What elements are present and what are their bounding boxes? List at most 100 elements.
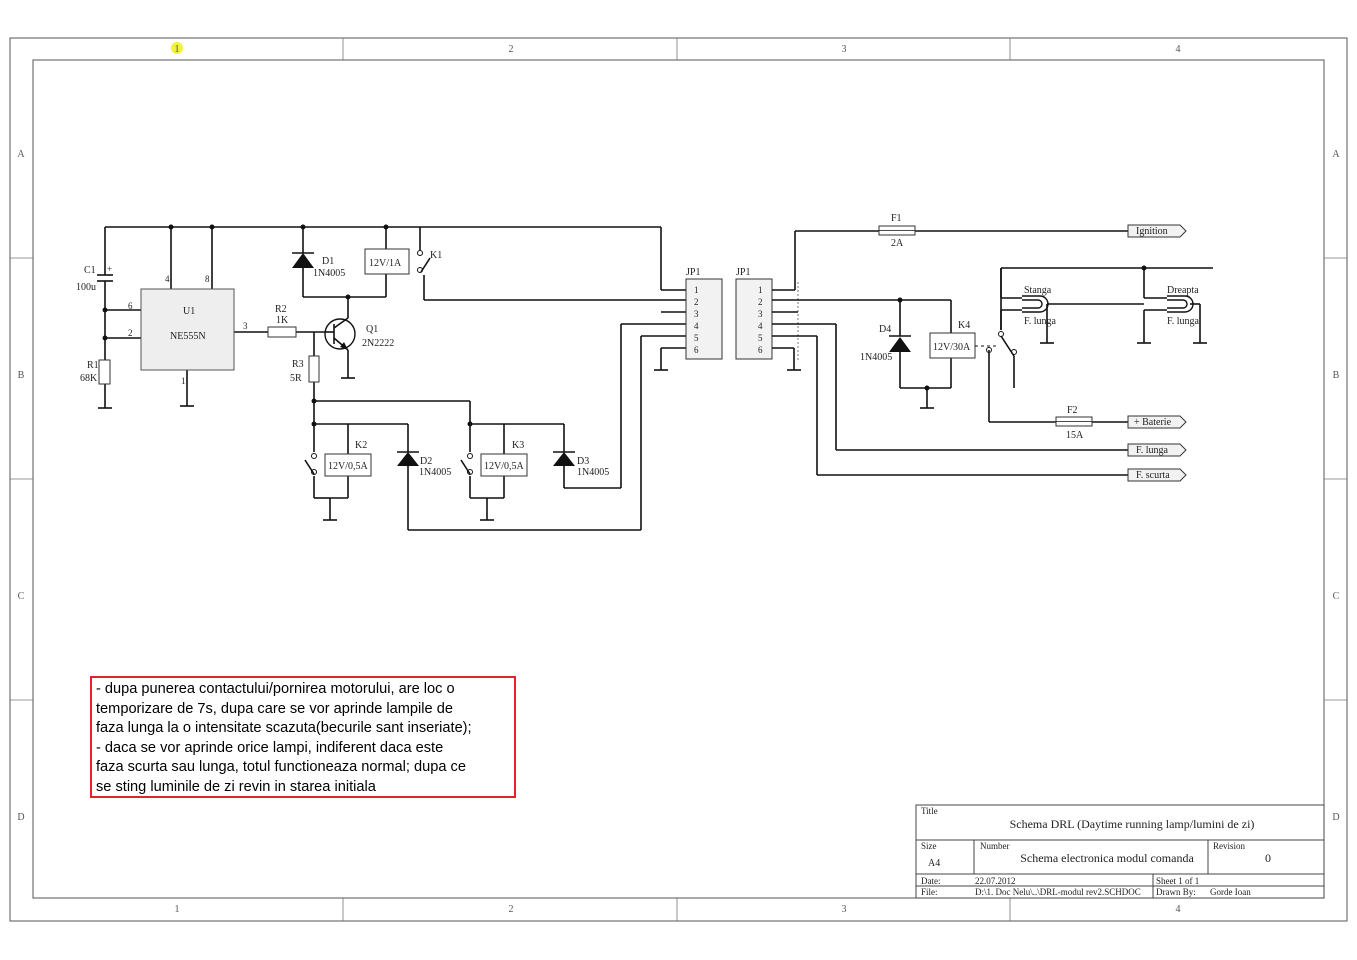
description-note: - dupa punerea contactului/pornirea moto… [90,676,516,798]
d3-ref: D3 [577,456,589,467]
jp1-right-pin4: 4 [758,321,763,331]
k2-ref: K2 [355,440,367,451]
d1-ref: D1 [322,256,334,267]
k3-coil: 12V/0,5A [484,461,525,472]
junction-dots-right [897,265,1147,391]
zone-row-c-left: C [18,591,25,602]
q1-ref: Q1 [366,324,378,335]
r2-value: 1K [276,315,289,326]
note-line: faza scurta sau lunga, totul functioneaz… [96,759,466,775]
note-line: - dupa punerea contactului/pornirea moto… [96,681,455,697]
tb-revision: 0 [1265,851,1271,865]
k4-ref: K4 [958,320,970,331]
transistor-q1 [324,317,356,351]
tb-size-caption: Size [921,841,937,851]
lamp-right-label: F. lunga [1167,316,1200,327]
zone-col-1-bottom: 1 [175,904,180,915]
d4-value: 1N4005 [860,352,892,363]
lamp-right-name: Dreapta [1167,285,1199,296]
relay-k4-contact [986,331,1017,357]
tb-date-caption: Date: [921,876,941,886]
lamp-left [1022,295,1049,313]
resistor-r1 [98,359,111,385]
r3-ref: R3 [292,359,304,370]
note-line: se sting luminile de zi revin in starea … [96,778,376,795]
k3-ref: K3 [512,440,524,451]
r3-value: 5R [290,373,302,384]
zone-row-a-left: A [17,149,25,160]
relay-k3-contact [460,453,473,475]
relay-k1-contact [417,250,431,273]
tb-file-caption: File: [921,887,938,897]
d3-value: 1N4005 [577,467,609,478]
zone-row-d-right: D [1332,812,1339,823]
jp1-right-pin2: 2 [758,297,763,307]
svg-text:+: + [107,264,112,274]
port-ignition-label: Ignition [1136,226,1168,237]
capacitor-c1: + [97,264,113,282]
port-ignition: Ignition [1127,224,1187,238]
note-line: faza lunga la o intensitate scazuta(becu… [96,720,472,736]
c1-value: 100u [76,282,96,293]
resistor-r3 [308,355,320,383]
zone-row-d-left: D [17,812,24,823]
port-baterie: + Baterie [1127,415,1187,429]
tb-number: Schema electronica modul comanda [1020,851,1194,865]
k1-ref: K1 [430,250,442,261]
relay-k4-coil [929,332,976,359]
zone-col-4-bottom: 4 [1176,904,1181,915]
connector-jp1-right [735,278,773,360]
k1-coil: 12V/1A [369,258,402,269]
zone-col-3-top: 3 [842,44,847,55]
port-f-scurta: F. scurta [1127,468,1187,482]
lamp-left-name: Stanga [1024,285,1052,296]
tb-file: D:\1. Doc Nelu\..\DRL-modul rev2.SCHDOC [975,887,1141,897]
port-f-lunga-label: F. lunga [1136,445,1169,456]
jp1-left-pin1: 1 [694,285,699,295]
ic-u1-ne555 [140,288,235,371]
relay-k3-coil [480,453,528,477]
zone-col-1-top: 1 [175,44,180,55]
f1-value: 2A [891,238,904,249]
diode-d3 [553,451,575,466]
k4-coil: 12V/30A [933,342,971,353]
zone-row-c-right: C [1333,591,1340,602]
diode-d4 [889,335,911,352]
relay-k2-coil [324,453,372,477]
jp1-left-pin4: 4 [694,321,699,331]
f1-ref: F1 [891,213,902,224]
relay-k1-coil [364,248,410,275]
junction-dots-left [102,224,473,427]
outer-frame [9,37,1348,922]
note-line: - daca se vor aprinde orice lampi, indif… [96,739,444,756]
tb-size: A4 [928,858,940,869]
jp1-left-pin5: 5 [694,333,699,343]
u1-pin1: 1 [181,376,186,386]
tb-number-caption: Number [980,841,1010,851]
jp1-right-pin1: 1 [758,285,763,295]
diode-d1 [292,252,314,268]
zone-dividers [10,38,1347,921]
zone-row-b-right: B [1333,370,1340,381]
d2-ref: D2 [420,456,432,467]
lamp-left-label: F. lunga [1024,316,1057,327]
f2-value: 15A [1066,430,1084,441]
d4-ref: D4 [879,324,891,335]
tb-title: Schema DRL (Daytime running lamp/lumini … [1010,817,1255,831]
k2-coil: 12V/0,5A [328,461,369,472]
port-f-lunga: F. lunga [1127,443,1187,457]
wires-right [772,230,1213,476]
tb-drawn-caption: Drawn By: [1156,887,1196,897]
title-block [915,804,1325,899]
diode-d2 [397,451,419,466]
jp1-right-ref: JP1 [736,267,750,278]
zone-row-a-right: A [1332,149,1340,160]
connector-jp1-left [685,278,723,360]
port-f-scurta-label: F. scurta [1136,470,1170,481]
zone-col-3-bottom: 3 [842,904,847,915]
d1-value: 1N4005 [313,268,345,279]
jp1-right-pin3: 3 [758,309,763,319]
resistor-r2 [267,326,297,338]
jp1-left-ref: JP1 [686,267,700,278]
u1-pin2: 2 [128,328,133,338]
